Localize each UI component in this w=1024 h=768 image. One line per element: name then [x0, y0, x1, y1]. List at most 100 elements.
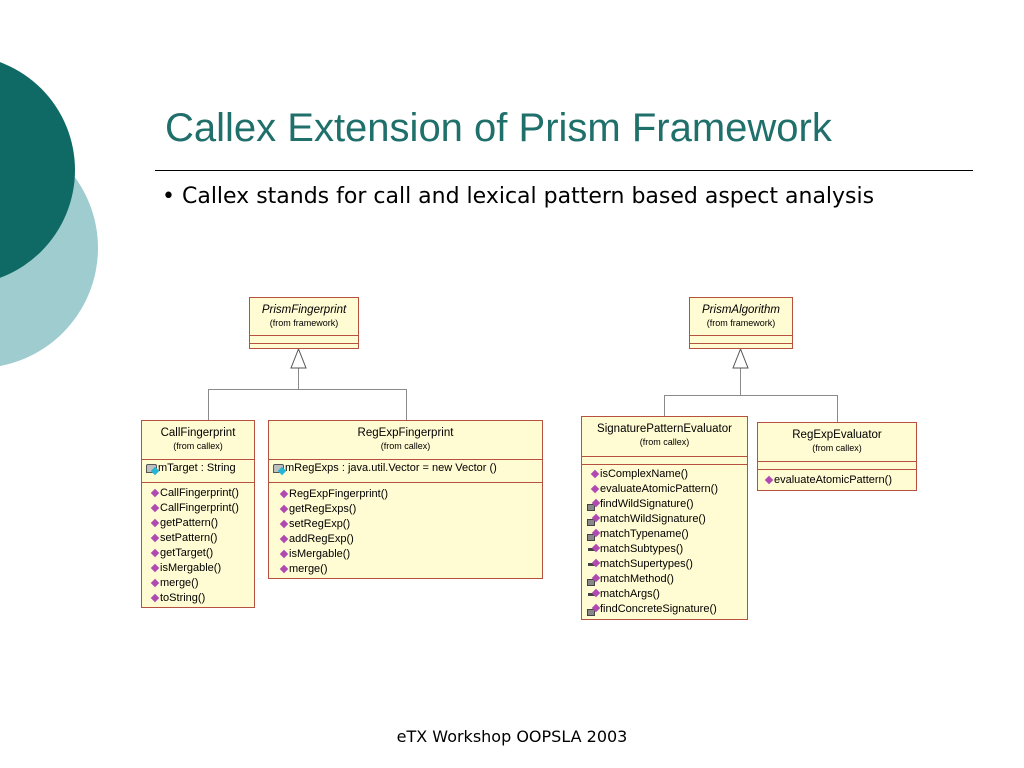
operation-text: getRegExps() — [289, 503, 357, 515]
attributes-compartment — [758, 462, 916, 470]
class-prismalgorithm: PrismAlgorithm (from framework) — [689, 297, 793, 349]
operation-row: matchSubtypes() — [582, 542, 747, 557]
operation-text: findConcreteSignature() — [600, 603, 717, 615]
class-name: PrismFingerprint — [261, 304, 347, 316]
operation-row: matchSupertypes() — [582, 557, 747, 572]
public-operation-icon — [586, 484, 600, 496]
operation-row: isComplexName() — [582, 467, 747, 482]
title-divider — [155, 170, 973, 171]
public-operation-icon — [275, 489, 289, 501]
operation-text: isMergable() — [160, 562, 222, 574]
operations-compartment: CallFingerprint() CallFingerprint() getP… — [142, 483, 254, 606]
dark-circle — [0, 62, 75, 278]
attributes-compartment — [690, 336, 792, 344]
private-operation-icon — [586, 514, 600, 526]
operation-row: matchMethod() — [582, 572, 747, 587]
decorative-circles — [0, 62, 98, 366]
class-package: (from framework) — [269, 318, 339, 328]
attribute-text: mTarget : String — [158, 462, 236, 474]
class-callfingerprint: CallFingerprint (from callex) mTarget : … — [141, 420, 255, 608]
public-operation-icon — [146, 533, 160, 545]
operation-row: matchArgs() — [582, 587, 747, 602]
operation-row: CallFingerprint() — [142, 501, 254, 516]
public-operation-icon — [146, 578, 160, 590]
public-operation-icon — [275, 549, 289, 561]
class-name: SignaturePatternEvaluator — [597, 423, 732, 435]
attribute-text: mRegExps : java.util.Vector = new Vector… — [285, 462, 497, 474]
public-operation-icon — [760, 475, 774, 487]
private-operation-icon — [586, 574, 600, 586]
operation-text: matchArgs() — [600, 588, 660, 600]
protected-attribute-icon — [144, 463, 158, 475]
class-regexpevaluator: RegExpEvaluator (from callex) evaluateAt… — [757, 422, 917, 491]
public-operation-icon — [275, 564, 289, 576]
operation-row: isMergable() — [142, 561, 254, 576]
operation-text: matchMethod() — [600, 573, 674, 585]
protected-operation-icon — [586, 589, 600, 601]
operation-row: matchWildSignature() — [582, 512, 747, 527]
operation-row: matchTypename() — [582, 527, 747, 542]
protected-operation-icon — [586, 559, 600, 571]
slide-title: Callex Extension of Prism Framework — [165, 106, 832, 150]
operation-row: setPattern() — [142, 531, 254, 546]
class-header: PrismAlgorithm (from framework) — [690, 298, 792, 336]
attribute-row: mTarget : String — [142, 461, 254, 476]
class-package: (from callex) — [812, 443, 862, 453]
class-prismfingerprint: PrismFingerprint (from framework) — [249, 297, 359, 349]
operation-text: setRegExp() — [289, 518, 351, 530]
operation-text: CallFingerprint() — [160, 487, 239, 499]
operation-text: isComplexName() — [600, 468, 689, 480]
operation-text: findWildSignature() — [600, 498, 694, 510]
operation-text: evaluateAtomicPattern() — [774, 474, 892, 486]
operation-text: evaluateAtomicPattern() — [600, 483, 718, 495]
public-operation-icon — [146, 593, 160, 605]
class-package: (from framework) — [706, 318, 776, 328]
operation-row: merge() — [142, 576, 254, 591]
operation-text: setPattern() — [160, 532, 218, 544]
class-name: PrismAlgorithm — [702, 304, 780, 316]
public-operation-icon — [146, 488, 160, 500]
private-operation-icon — [586, 499, 600, 511]
class-signaturepatternevaluator: SignaturePatternEvaluator (from callex) … — [581, 416, 748, 620]
class-header: RegExpEvaluator (from callex) — [758, 423, 916, 462]
operation-row: getRegExps() — [269, 502, 542, 517]
operations-compartment: isComplexName() evaluateAtomicPattern() … — [582, 465, 747, 617]
operation-row: findWildSignature() — [582, 497, 747, 512]
operation-text: toString() — [160, 592, 206, 604]
operation-text: merge() — [160, 577, 199, 589]
operation-text: matchTypename() — [600, 528, 689, 540]
class-name: RegExpEvaluator — [792, 429, 882, 441]
generalization-arrow — [732, 347, 749, 369]
operation-row: toString() — [142, 591, 254, 606]
operation-text: merge() — [289, 563, 328, 575]
operation-text: CallFingerprint() — [160, 502, 239, 514]
attributes-compartment: mRegExps : java.util.Vector = new Vector… — [269, 460, 542, 483]
operation-row: RegExpFingerprint() — [269, 487, 542, 502]
operations-compartment — [250, 344, 358, 351]
protected-operation-icon — [586, 544, 600, 556]
operation-text: addRegExp() — [289, 533, 354, 545]
operation-text: getTarget() — [160, 547, 214, 559]
generalization-arrow — [290, 347, 307, 369]
attributes-compartment — [582, 457, 747, 465]
class-regexpfingerprint: RegExpFingerprint (from callex) mRegExps… — [268, 420, 543, 579]
operation-text: isMergable() — [289, 548, 351, 560]
slide-footer: eTX Workshop OOPSLA 2003 — [396, 727, 628, 746]
public-operation-icon — [146, 503, 160, 515]
public-operation-icon — [586, 469, 600, 481]
attribute-row: mRegExps : java.util.Vector = new Vector… — [269, 461, 542, 476]
class-package: (from callex) — [639, 437, 690, 447]
class-package: (from callex) — [380, 441, 431, 451]
public-operation-icon — [275, 534, 289, 546]
operation-row: findConcreteSignature() — [582, 602, 747, 617]
private-operation-icon — [586, 604, 600, 616]
private-operation-icon — [586, 529, 600, 541]
protected-attribute-icon — [271, 463, 285, 475]
class-header: RegExpFingerprint (from callex) — [269, 421, 542, 460]
operations-compartment: evaluateAtomicPattern() — [758, 470, 916, 488]
bullet-text: • Callex stands for call and lexical pat… — [162, 184, 875, 209]
operation-row: evaluateAtomicPattern() — [758, 473, 916, 488]
operations-compartment: RegExpFingerprint() getRegExps() setRegE… — [269, 483, 542, 577]
attributes-compartment — [250, 336, 358, 344]
